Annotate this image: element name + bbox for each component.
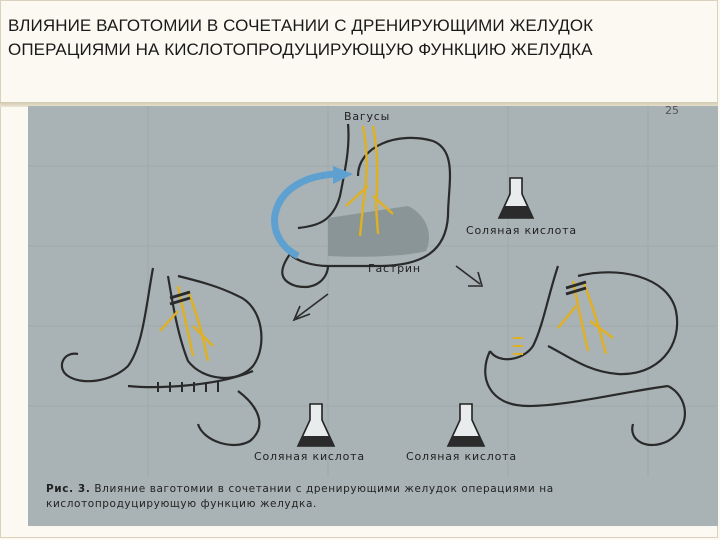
caption-prefix: Рис. 3.	[46, 483, 91, 495]
label-vagi: Вагусы	[344, 110, 391, 123]
vagotomy-cut-right	[565, 280, 587, 296]
page-number: 25	[665, 104, 679, 117]
stomach-gastroenterostomy	[484, 265, 686, 447]
pyloroplasty-sutures	[157, 382, 219, 392]
label-hcl-bottom-right: Соляная кислота	[406, 450, 517, 463]
caption-text: Влияние ваготомии в сочетании с дренирую…	[46, 483, 554, 510]
figure-caption: Рис. 3. Влияние ваготомии в сочетании с …	[46, 482, 706, 512]
flow-arrow-left	[292, 293, 329, 322]
gastrin-arrow	[271, 170, 339, 260]
flask-bottom-left	[296, 403, 336, 447]
figure-illustration	[28, 106, 718, 476]
flow-arrow-right	[455, 265, 484, 287]
vagus-nerves-right	[557, 280, 614, 355]
stomach-pyloroplasty	[60, 267, 263, 446]
vagus-nerves-left	[159, 285, 214, 362]
label-hcl-bottom-left: Соляная кислота	[254, 450, 365, 463]
stomach-intact	[281, 123, 452, 289]
title-line-1: ВЛИЯНИЕ ВАГОТОМИИ В СОЧЕТАНИИ С ДРЕНИРУЮ…	[8, 16, 594, 35]
anastomosis-sutures	[513, 337, 523, 355]
title-divider	[0, 102, 718, 107]
slide-title: ВЛИЯНИЕ ВАГОТОМИИ В СОЧЕТАНИИ С ДРЕНИРУЮ…	[8, 14, 698, 62]
label-hcl-top: Соляная кислота	[466, 224, 577, 237]
flask-bottom-right	[446, 403, 486, 447]
title-line-2: ОПЕРАЦИЯМИ НА КИСЛОТОПРОДУЦИРУЮЩУЮ ФУНКЦ…	[8, 40, 593, 59]
figure-scan: 25 Вагусы Гастрин Соляная кислота Соляна…	[28, 104, 718, 526]
label-gastrin: Гастрин	[368, 262, 421, 275]
vagus-nerves-top	[345, 125, 394, 237]
flask-top	[497, 177, 535, 219]
vagotomy-cut-left	[169, 290, 191, 306]
gastrin-arrowhead	[333, 166, 353, 184]
scan-grid	[28, 106, 718, 476]
